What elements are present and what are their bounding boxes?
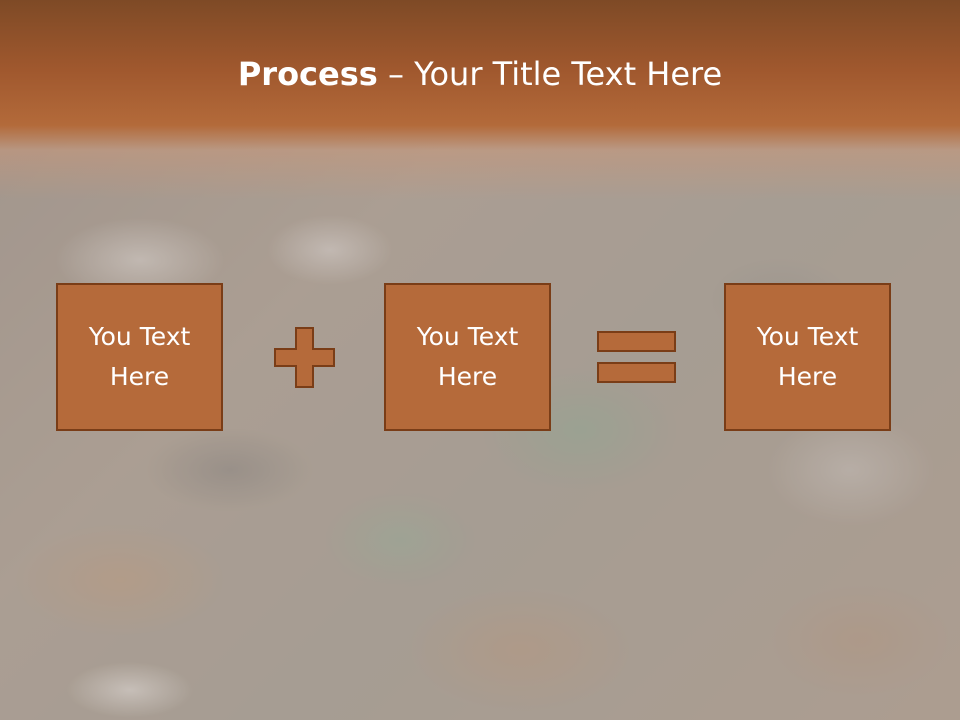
process-box-3[interactable]: You Text Here xyxy=(724,283,891,431)
equals-icon xyxy=(597,331,676,383)
process-box-1-text: You Text Here xyxy=(88,322,191,391)
slide-title[interactable]: Process – Your Title Text Here xyxy=(0,52,960,96)
title-bold: Process xyxy=(237,55,378,93)
process-box-2-text: You Text Here xyxy=(416,322,519,391)
title-rest: – Your Title Text Here xyxy=(377,55,723,93)
plus-icon xyxy=(274,327,335,388)
process-box-1[interactable]: You Text Here xyxy=(56,283,223,431)
process-box-3-text: You Text Here xyxy=(756,322,859,391)
title-band xyxy=(0,0,960,200)
process-box-2[interactable]: You Text Here xyxy=(384,283,551,431)
